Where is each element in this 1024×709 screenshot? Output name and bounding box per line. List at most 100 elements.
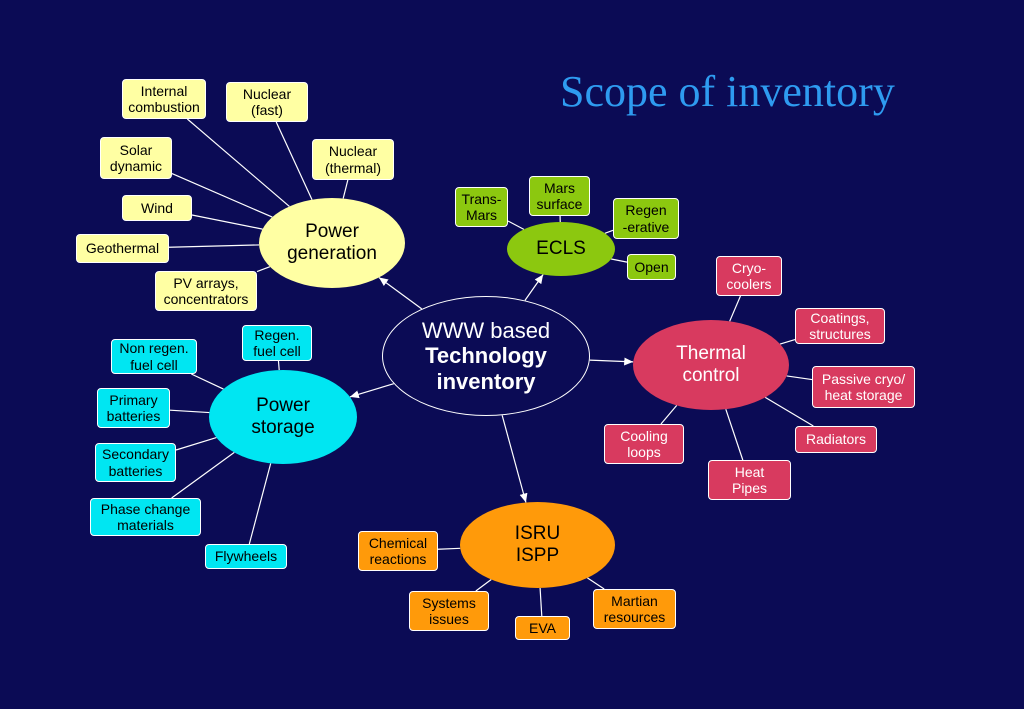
- connector-line: [191, 214, 263, 230]
- text-line: concentrators: [163, 291, 249, 307]
- text-line: Primary: [109, 391, 158, 408]
- leaf-regenerative: Regen-erative: [613, 198, 679, 239]
- connector-line: [786, 375, 813, 381]
- text-line: generation: [287, 243, 377, 264]
- text-line: surface: [536, 196, 583, 212]
- text-line: ISRU: [514, 523, 561, 545]
- text-line: Power: [305, 221, 359, 243]
- center-node: WWW based Technology inventory: [382, 296, 590, 416]
- leaf-passive-cryo: Passive cryo/heat storage: [812, 366, 915, 408]
- connector-line: [437, 547, 461, 550]
- leaf-flywheels: Flywheels: [205, 544, 287, 569]
- text-line: Martian: [611, 592, 658, 609]
- connector-line: [191, 373, 224, 390]
- text-line: Flywheels: [214, 548, 278, 565]
- connector-line: [660, 405, 678, 425]
- connector-line: [277, 360, 280, 371]
- arrow-to-hub-isru-ispp: [501, 415, 528, 503]
- text-line: (thermal): [324, 159, 381, 176]
- page-title: Scope of inventory: [560, 67, 895, 116]
- text-line: issues: [429, 611, 469, 627]
- leaf-non-regen-fuel-cell: Non regen.fuel cell: [111, 339, 197, 374]
- leaf-coatings-structures: Coatings,structures: [795, 308, 885, 344]
- connector-line: [611, 258, 628, 263]
- leaf-eva: EVA: [515, 616, 570, 640]
- arrow-to-hub-power-storage: [349, 383, 394, 399]
- text-line: Geothermal: [85, 240, 160, 257]
- text-line: Phase change: [100, 500, 191, 517]
- text-line: materials: [117, 517, 174, 533]
- text-line: Secondary: [102, 446, 169, 463]
- text-line: Systems: [422, 594, 476, 611]
- text-line: loops: [627, 444, 661, 460]
- text-line: Solar: [119, 141, 153, 158]
- text-line: resources: [603, 609, 666, 625]
- text-line: combustion: [128, 99, 200, 115]
- center-line-2: Technology: [425, 343, 547, 369]
- hub-ecls: ECLS: [507, 222, 615, 276]
- connector-line: [604, 229, 614, 234]
- text-line: Non regen.: [119, 340, 189, 357]
- connector-line: [764, 396, 814, 427]
- connector-line: [256, 266, 271, 273]
- leaf-pv-arrays: PV arrays,concentrators: [155, 271, 257, 311]
- arrow-to-hub-power-generation: [378, 276, 423, 310]
- text-line: Regen.: [254, 326, 300, 343]
- text-line: coolers: [726, 276, 772, 292]
- leaf-open: Open: [627, 254, 676, 280]
- text-line: Passive cryo/: [821, 370, 906, 387]
- text-line: Radiators: [806, 431, 866, 448]
- text-line: Internal: [140, 82, 188, 99]
- connector-line: [729, 295, 742, 322]
- text-line: Chemical: [368, 534, 428, 551]
- text-line: ECLS: [536, 238, 586, 260]
- leaf-nuclear-fast: Nuclear(fast): [226, 82, 308, 122]
- connector-line: [171, 451, 235, 499]
- text-line: fuel cell: [253, 343, 301, 359]
- text-line: Heat: [734, 463, 765, 480]
- text-line: PV arrays,: [173, 274, 239, 291]
- connector-line: [168, 244, 260, 248]
- leaf-nuclear-thermal: Nuclear(thermal): [312, 139, 394, 180]
- text-line: (fast): [251, 102, 283, 118]
- connector-line: [186, 118, 290, 207]
- text-line: -erative: [622, 218, 670, 235]
- connector-line: [171, 173, 273, 218]
- center-line-1: WWW based: [421, 318, 551, 344]
- text-line: heat storage: [824, 387, 903, 403]
- connector-line: [475, 579, 492, 592]
- connector-line: [248, 463, 272, 545]
- center-line-3: inventory: [436, 368, 536, 394]
- text-line: storage: [251, 417, 315, 438]
- text-line: Thermal: [676, 343, 746, 365]
- connector-line: [275, 121, 313, 200]
- leaf-cryo-coolers: Cryo-coolers: [716, 256, 782, 296]
- arrow-to-hub-thermal-control: [589, 357, 634, 366]
- text-line: Nuclear: [328, 143, 378, 160]
- connector-line: [587, 577, 605, 590]
- text-line: Cryo-: [731, 259, 767, 276]
- text-line: structures: [809, 326, 871, 342]
- connector-line: [342, 179, 349, 199]
- leaf-geothermal: Geothermal: [76, 234, 169, 263]
- text-line: fuel cell: [130, 356, 178, 373]
- text-line: ISPP: [515, 545, 560, 566]
- leaf-trans-mars: Trans-Mars: [455, 187, 508, 227]
- text-line: batteries: [106, 408, 161, 424]
- text-line: Wind: [141, 199, 173, 216]
- text-line: dynamic: [109, 158, 163, 174]
- connector-line: [507, 220, 525, 230]
- connector-line: [169, 409, 210, 414]
- text-line: Cooling: [620, 427, 668, 444]
